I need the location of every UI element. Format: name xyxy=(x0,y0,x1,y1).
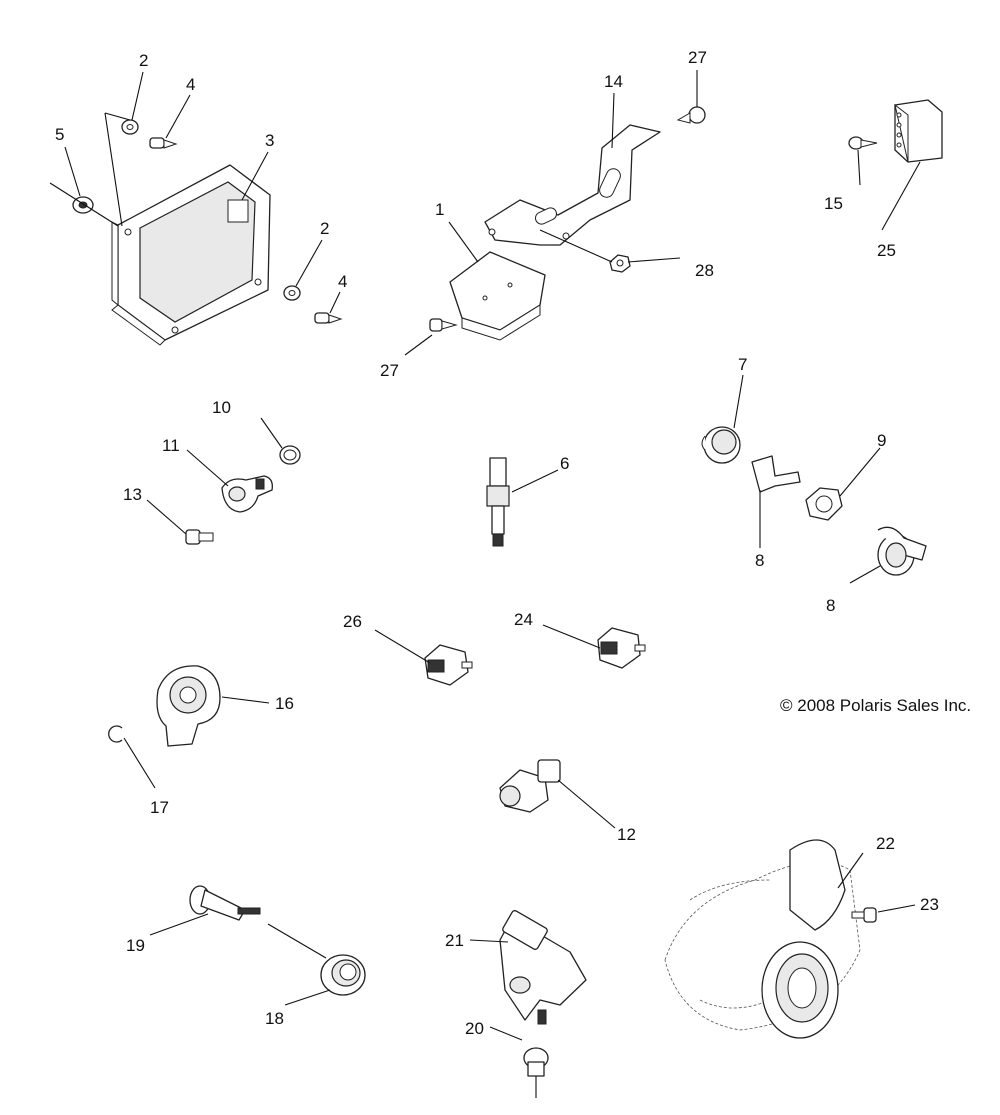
callout-10: 10 xyxy=(212,398,231,417)
ecu-module-part xyxy=(111,164,271,346)
copyright-notice: © 2008 Polaris Sales Inc. xyxy=(780,696,971,715)
callout-labels: 1 2 2 3 4 4 5 6 7 8 8 9 10 11 12 13 14 1… xyxy=(55,48,939,1038)
plug-part xyxy=(523,1047,549,1077)
callout-21: 21 xyxy=(445,931,464,950)
callout-15: 15 xyxy=(824,194,843,213)
key-tab-part xyxy=(751,455,801,493)
callout-22: 22 xyxy=(876,834,895,853)
knock-sensor-part xyxy=(156,665,221,747)
screw-part xyxy=(851,907,877,923)
callout-27: 27 xyxy=(688,48,707,67)
relay-part xyxy=(894,99,943,163)
throttle-body-part xyxy=(664,839,861,1039)
callout-14: 14 xyxy=(604,72,623,91)
callout-2: 2 xyxy=(139,51,148,70)
callout-16: 16 xyxy=(275,694,294,713)
callout-27: 27 xyxy=(380,361,399,380)
callout-1: 1 xyxy=(435,200,444,219)
callout-19: 19 xyxy=(126,936,145,955)
switch-cap-part xyxy=(701,426,741,464)
callout-26: 26 xyxy=(343,612,362,631)
control-module-part xyxy=(449,251,546,341)
pressure-sensor-part xyxy=(499,759,561,813)
callout-3: 3 xyxy=(265,131,274,150)
callout-18: 18 xyxy=(265,1009,284,1028)
screw-part xyxy=(149,137,343,324)
clip-part xyxy=(108,725,123,743)
nut-part xyxy=(805,487,843,521)
mounting-bracket-part xyxy=(484,124,661,246)
temp-sensor-part xyxy=(486,457,510,547)
callout-7: 7 xyxy=(738,355,747,374)
callout-20: 20 xyxy=(465,1019,484,1038)
callout-24: 24 xyxy=(514,610,533,629)
map-sensor-part xyxy=(499,910,587,1025)
nut-part xyxy=(609,254,631,273)
screw-part xyxy=(848,136,878,150)
callout-23: 23 xyxy=(920,895,939,914)
screw-part xyxy=(429,106,706,332)
callout-8: 8 xyxy=(755,551,764,570)
callout-6: 6 xyxy=(560,454,569,473)
callout-5: 5 xyxy=(55,125,64,144)
callout-11: 11 xyxy=(162,436,180,455)
switch-body-part xyxy=(877,526,927,576)
callout-2: 2 xyxy=(320,219,329,238)
callout-4: 4 xyxy=(338,272,347,291)
callout-9: 9 xyxy=(877,431,886,450)
callout-12: 12 xyxy=(617,825,636,844)
grommet-part xyxy=(320,954,366,996)
leader-lines xyxy=(49,70,921,1098)
callout-8: 8 xyxy=(826,596,835,615)
callout-28: 28 xyxy=(695,261,714,280)
callout-4: 4 xyxy=(186,75,195,94)
callout-17: 17 xyxy=(150,798,169,817)
o-ring-part xyxy=(279,445,301,465)
relay-part xyxy=(424,627,646,686)
sensor-probe-part xyxy=(189,885,261,921)
callout-13: 13 xyxy=(123,485,142,504)
cam-sensor-part xyxy=(221,475,273,513)
callout-25: 25 xyxy=(877,241,896,260)
bolt-part xyxy=(185,529,214,545)
